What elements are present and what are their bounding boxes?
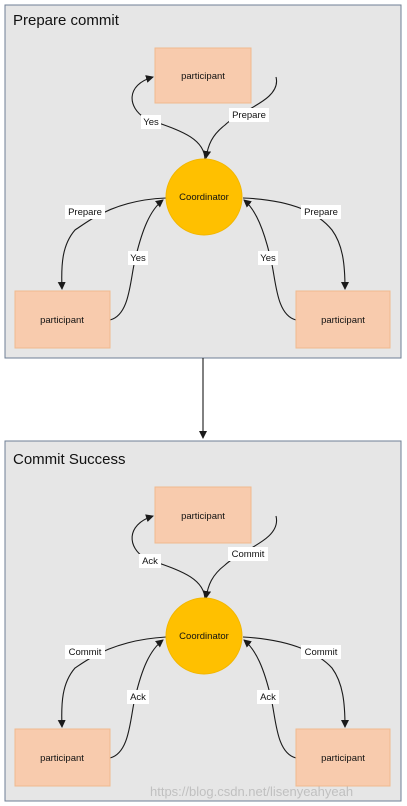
node-participant-top: participant (154, 486, 252, 544)
edge-label-text: Yes (143, 117, 159, 128)
node-coordinator: Coordinator (165, 597, 243, 675)
edge-label-text: Commit (69, 647, 102, 658)
node-participant-right: participant (295, 290, 391, 349)
edge-label-left-out: Prepare (65, 205, 105, 219)
edge-label-text: Ack (260, 692, 276, 703)
node-label: participant (181, 71, 225, 82)
edge-label-text: Commit (232, 549, 265, 560)
edge-label-text: Prepare (68, 207, 102, 218)
edge-label-top-out: Prepare (229, 108, 269, 122)
node-label: participant (321, 315, 365, 326)
edge-label-text: Ack (142, 556, 158, 567)
panel-title: Prepare commit (13, 12, 120, 29)
edge-label-left-out: Commit (65, 645, 105, 659)
node-label: participant (40, 315, 84, 326)
node-participant-left: participant (14, 728, 111, 787)
node-label: participant (181, 511, 225, 522)
edge-coordinator-to-right (242, 197, 349, 290)
edge-label-right-out: Commit (301, 645, 341, 659)
edge-coordinator-to-left (57, 636, 167, 728)
panel-commit-success: Commit Success Ack Commit Commit Ack Com… (4, 440, 402, 802)
node-coordinator: Coordinator (165, 158, 243, 236)
node-label: Coordinator (179, 192, 229, 203)
node-participant-left: participant (14, 290, 111, 349)
node-label: Coordinator (179, 631, 229, 642)
edge-coordinator-to-right (242, 636, 349, 728)
edge-label-top-out: Commit (228, 547, 268, 561)
edge-label-text: Prepare (232, 110, 266, 121)
node-label: participant (321, 753, 365, 764)
node-label: participant (40, 753, 84, 764)
node-participant-right: participant (295, 728, 391, 787)
watermark-text: https://blog.csdn.net/lisenyeahyeah (150, 784, 353, 799)
edge-label-text: Ack (130, 692, 146, 703)
edge-label-right-in: Yes (258, 251, 278, 265)
edge-label-left-in: Yes (128, 251, 148, 265)
edge-label-text: Prepare (304, 207, 338, 218)
edge-label-text: Yes (260, 253, 276, 264)
panel-title: Commit Success (13, 451, 126, 468)
edge-label-top-in: Yes (141, 115, 161, 129)
edge-label-right-in: Ack (257, 690, 279, 704)
edge-top-to-coordinator (203, 76, 277, 159)
panel-prepare-commit: Prepare commit Yes Prepare Prepare Yes P… (4, 4, 402, 359)
edge-coordinator-to-left (57, 197, 167, 290)
edge-label-text: Yes (130, 253, 146, 264)
node-participant-top: participant (154, 47, 252, 104)
edge-label-left-in: Ack (127, 690, 149, 704)
edge-top-to-coordinator (203, 515, 277, 599)
edge-label-right-out: Prepare (301, 205, 341, 219)
edge-label-text: Commit (305, 647, 338, 658)
edge-label-top-in: Ack (139, 554, 161, 568)
